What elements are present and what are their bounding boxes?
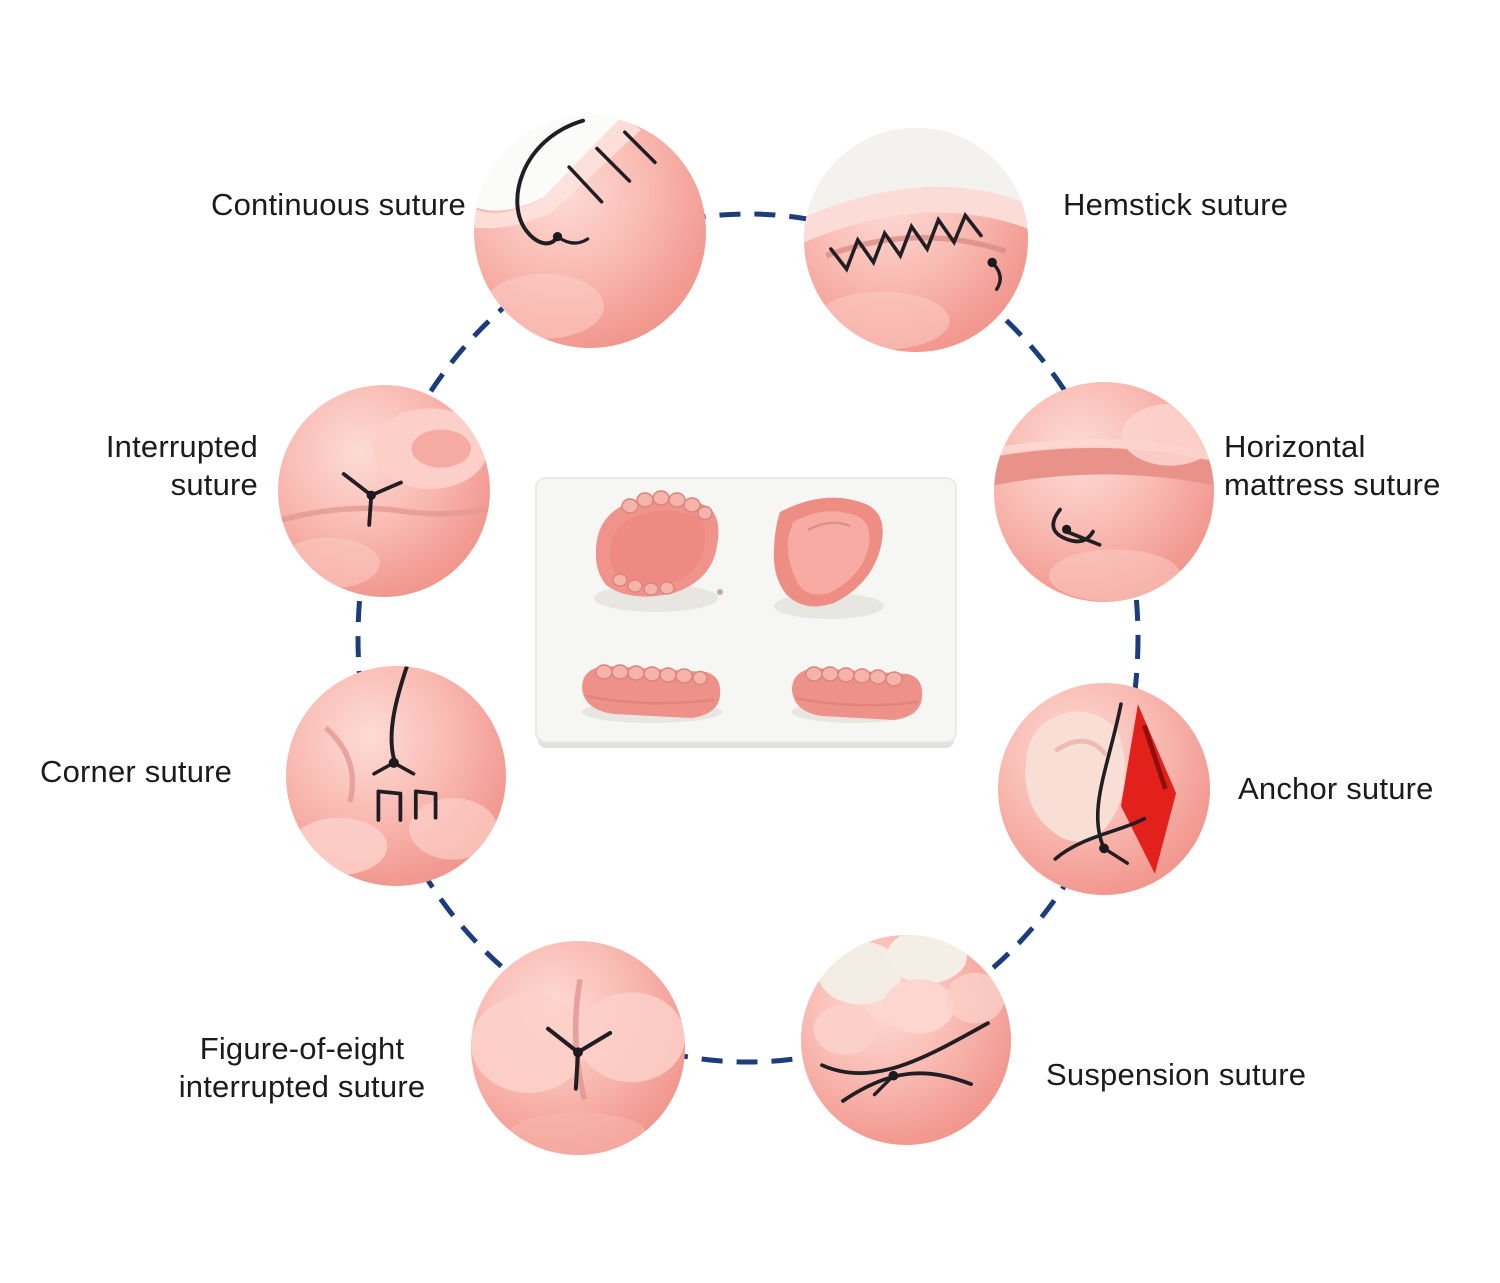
label-continuous-suture: Continuous suture xyxy=(210,187,466,222)
continuous-suture-photo xyxy=(474,116,706,348)
horizontal-mattress-suture-art xyxy=(994,404,1214,602)
suspension-suture-art xyxy=(813,935,1005,1103)
horizontal-mattress-suture-photo xyxy=(994,382,1214,602)
figure-of-eight-suture-art xyxy=(471,979,685,1155)
hemstick-suture-art xyxy=(804,128,1028,350)
suture-thread xyxy=(1051,507,1102,547)
interrupted-suture-art xyxy=(278,408,490,589)
suspension-suture-photo xyxy=(801,935,1011,1145)
anchor-suture-art xyxy=(1025,702,1177,874)
label-horizontal-mattress-suture: Horizontal mattress suture xyxy=(1224,429,1441,502)
suture-practice-pad-art xyxy=(535,477,957,748)
label-anchor-suture: Anchor suture xyxy=(1238,771,1434,806)
interrupted-suture-photo xyxy=(278,385,490,597)
label-hemstick-suture: Hemstick suture xyxy=(1063,187,1289,222)
suture-thread xyxy=(515,118,586,246)
label-interrupted-suture: Interrupted suture xyxy=(105,429,258,502)
corner-suture-art xyxy=(290,666,498,875)
suture-thread xyxy=(389,666,409,761)
suture-thread xyxy=(829,211,983,273)
corner-suture-photo xyxy=(286,666,506,886)
figure-of-eight-suture-photo xyxy=(471,941,685,1155)
suture-thread xyxy=(820,1021,990,1103)
suture-thread xyxy=(546,1026,613,1091)
suture-thread xyxy=(1053,702,1147,861)
anchor-suture-photo xyxy=(998,683,1210,895)
suture-thread xyxy=(341,472,403,527)
suture-practice-pad-photo xyxy=(524,460,968,768)
label-suspension-suture: Suspension suture xyxy=(1046,1057,1307,1092)
red-slit xyxy=(1120,704,1177,874)
continuous-suture-art xyxy=(474,116,683,339)
label-corner-suture: Corner suture xyxy=(40,754,233,789)
label-figure-of-eight-suture: Figure-of-eight interrupted suture xyxy=(178,1031,426,1104)
hemstick-suture-photo xyxy=(804,128,1028,352)
